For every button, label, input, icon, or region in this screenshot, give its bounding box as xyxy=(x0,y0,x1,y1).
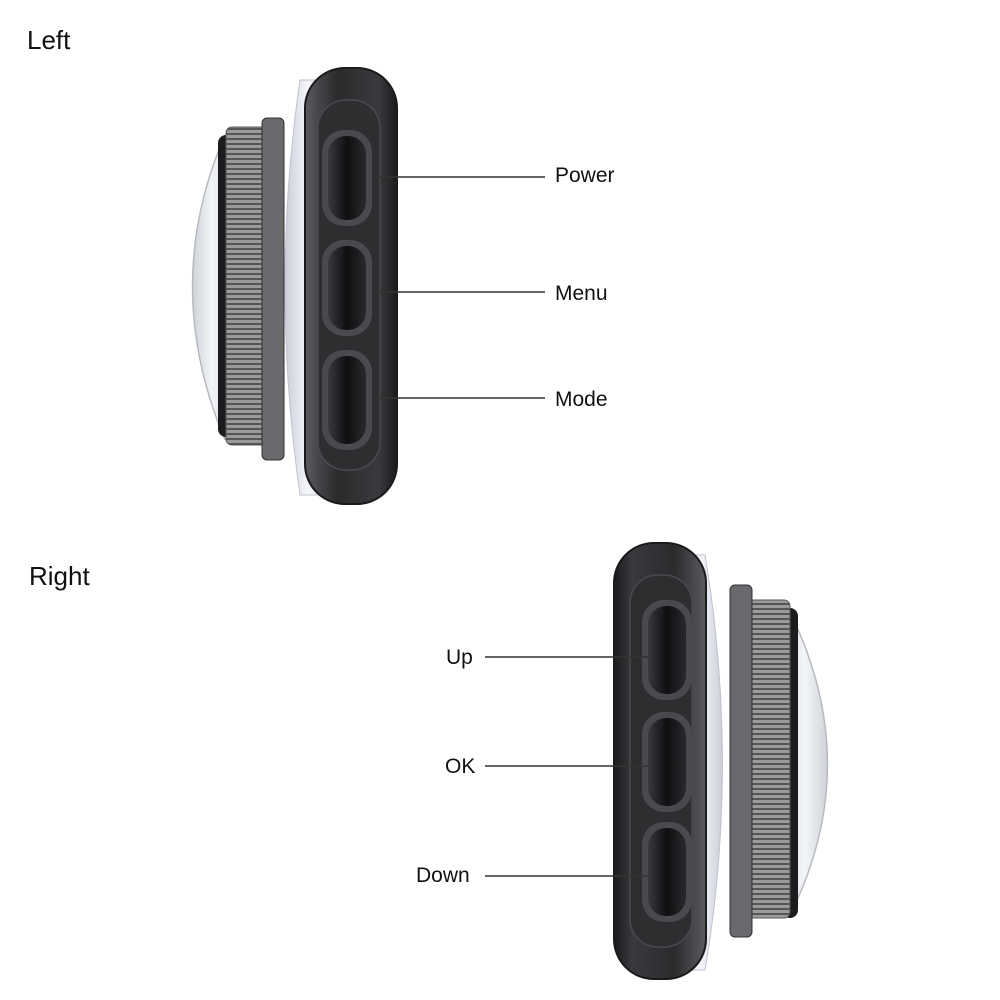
lens-dome xyxy=(789,611,829,916)
lens-collar xyxy=(729,584,753,938)
down-button[interactable] xyxy=(642,822,692,922)
power-button[interactable] xyxy=(322,130,372,226)
ok-button[interactable] xyxy=(642,712,692,812)
left-side-title: Left xyxy=(27,25,71,55)
menu-label: Menu xyxy=(555,282,608,305)
menu-button[interactable] xyxy=(322,240,372,336)
right-side-title: Right xyxy=(29,561,90,591)
mode-button[interactable] xyxy=(322,350,372,450)
up-button[interactable] xyxy=(642,600,692,700)
lens-dome xyxy=(191,134,226,441)
mode-label: Mode xyxy=(555,388,608,411)
power-label: Power xyxy=(555,164,615,187)
up-label: Up xyxy=(446,646,473,669)
ok-label: OK xyxy=(445,755,476,778)
down-label: Down xyxy=(416,864,470,887)
lens-collar xyxy=(261,117,285,461)
focus-gear-ring xyxy=(747,599,791,919)
